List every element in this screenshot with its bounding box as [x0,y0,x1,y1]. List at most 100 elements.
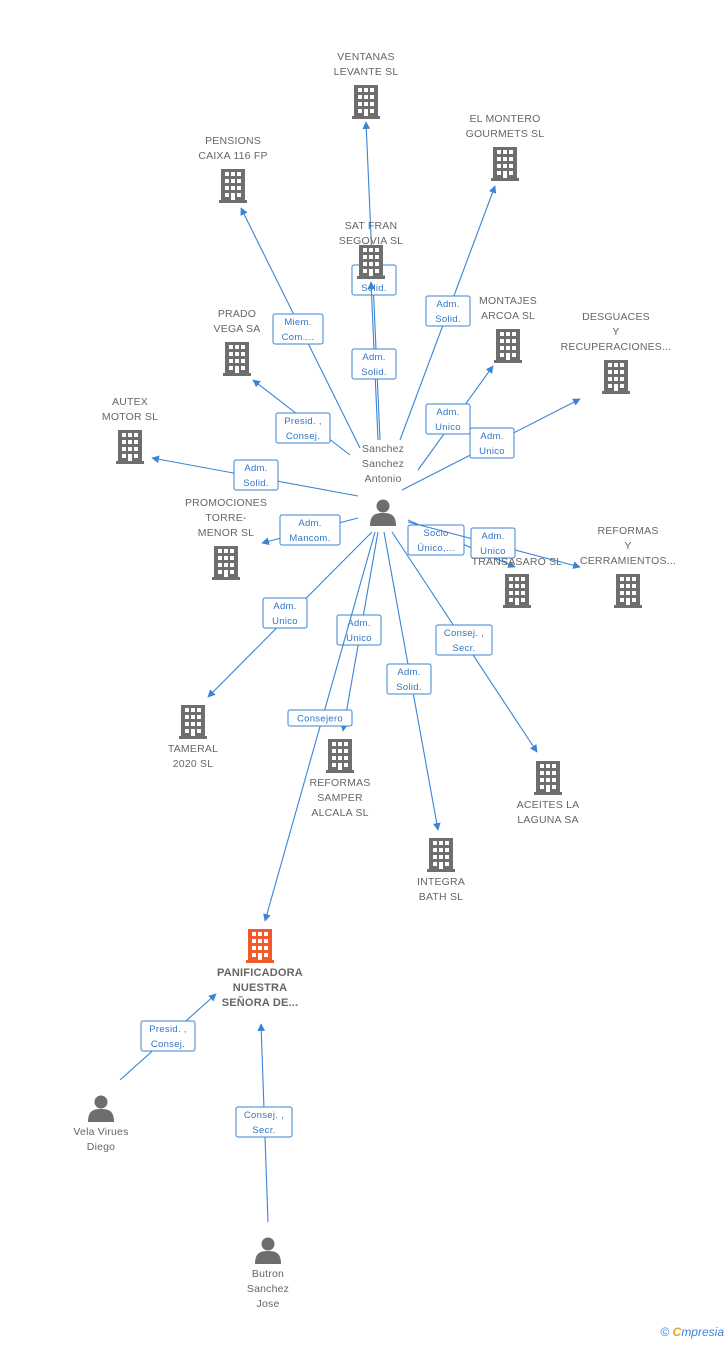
node-montajes[interactable]: MONTAJES ARCOA SL [479,295,537,363]
node-reformasy[interactable]: REFORMASYCERRAMIENTOS... [580,525,676,608]
edge-sanchez-to-reformasy: Adm.Unico [407,521,581,569]
edge-label-box[interactable] [140,1020,196,1052]
building-icon [116,430,144,464]
edge-label-text: Consej. , [244,1110,284,1121]
edge-sanchez-to-autex: Adm. Solid. [151,455,359,497]
edge-label-box[interactable] [279,514,341,546]
edge-label-box[interactable] [351,348,397,380]
node-label: REFORMAS [309,777,370,789]
building-icon [491,147,519,181]
node-label: VENTANAS [337,51,394,63]
node-satfran[interactable]: SAT FRAN SEGOVIA SL [339,220,403,279]
node-label: ALCALA SL [311,807,368,819]
node-label: MENOR SL [198,527,254,539]
node-label: REFORMAS [597,525,658,537]
edge-label-box[interactable] [233,459,279,491]
edge-label-text: Solid. [361,367,387,378]
node-label: PRADO [218,308,256,320]
edge-sanchez-to-tameral: Adm. Unico [207,531,373,698]
edge-label-text: Com.... [282,332,315,343]
building-icon [246,929,274,963]
node-label: NUESTRA [233,982,288,994]
edge-label-box[interactable] [469,427,515,459]
node-label: MONTAJES [479,295,537,307]
node-tameral[interactable]: TAMERAL 2020 SL [168,705,218,770]
edge-sanchez-to-samper: Adm.Unico [336,531,382,732]
edge-label-text: Único,... [417,543,455,554]
node-label: Antonio [364,473,401,485]
edge-butron-to-panificadora: Consej. ,Secr. [235,1023,293,1223]
edge-label-box[interactable] [435,624,493,656]
node-label: SEÑORA DE... [222,996,299,1009]
edge-label-text: Mancom. [289,533,330,544]
node-label: SAT FRAN [345,220,398,232]
edge-label-box[interactable] [470,527,516,559]
person-icon [88,1095,114,1122]
node-label: VEGA SA [214,323,261,335]
edge-label-text: Adm. [273,601,296,612]
edge-label-box[interactable] [272,313,324,345]
building-icon [179,705,207,739]
node-desguaces[interactable]: DESGUACESYRECUPERACIONES... [561,311,672,394]
edge-label-text: Consej. [286,431,320,442]
building-icon [534,761,562,795]
edge-label-text: Secr. [452,643,475,654]
edge-sanchez-to-panificadora: Consejero [263,531,376,922]
edge-label-text: Adm. [436,407,459,418]
node-label: 2020 SL [173,758,214,770]
edge-label-text: Solid. [243,478,269,489]
edge-label-box[interactable] [425,295,471,327]
building-icon [503,574,531,608]
edge-sanchez-to-elmontero: Adm.Solid. [399,185,497,441]
node-label: GOURMETS SL [466,128,545,140]
edge-label-text: Unico [346,633,372,644]
empresia-logo-text: mpresia [681,1325,724,1339]
edge-sanchez-to-pensions: Miem. Com.... [240,207,361,449]
edge-label-box[interactable] [386,663,432,695]
empresia-logo-initial: C [672,1325,682,1339]
edge-sanchez-to-prado: Presid. , Consej. [252,379,351,456]
edge-label-text: Consej. [151,1039,185,1050]
node-label: SEGOVIA SL [339,235,403,247]
node-label: PROMOCIONES [185,497,267,509]
edge-label-text: Adm. [298,518,321,529]
edge-label-text: Socio [423,528,448,539]
edge-label-box[interactable] [262,597,308,629]
building-icon [212,546,240,580]
edge-sanchez-to-promociones: Adm. Mancom. [261,514,359,546]
node-label: PENSIONS [205,135,261,147]
edge-label-text: Presid. , [284,416,322,427]
edge-label-box[interactable] [287,709,353,727]
edge-label-text: Adm. [436,299,459,310]
node-label: DESGUACES [582,311,650,323]
node-transasaro[interactable]: TRANSASARO SL [472,556,563,608]
node-prado[interactable]: PRADO VEGA SA [214,308,261,376]
node-label: ARCOA SL [481,310,535,322]
edge-label-text: Adm. [244,463,267,474]
node-label: CERRAMIENTOS... [580,555,676,567]
building-icon [614,574,642,608]
building-icon [223,342,251,376]
node-label: Sanchez [362,443,404,455]
edge-label-box[interactable] [235,1106,293,1138]
edge-label-box[interactable] [336,614,382,646]
edge-label-text: Miem. [284,317,311,328]
node-label: TAMERAL [168,743,218,755]
edge-label-box[interactable] [425,403,471,435]
node-label: ACEITES LA [517,799,580,811]
edge-label-text: Solid. [361,283,387,294]
edge-label-box[interactable] [275,412,331,444]
